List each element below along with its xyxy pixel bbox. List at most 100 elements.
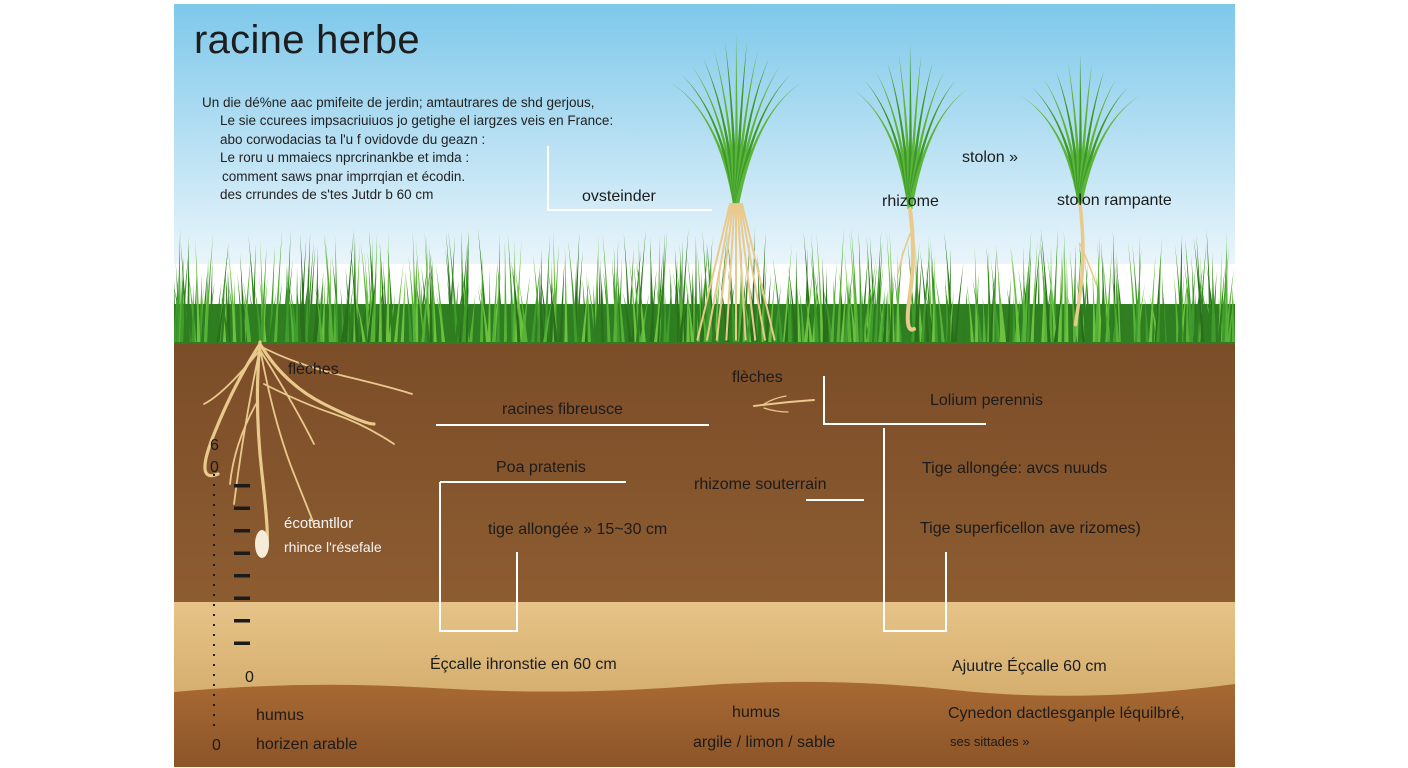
grass-blade bbox=[1094, 235, 1101, 342]
grass-blade bbox=[1115, 264, 1120, 342]
grass-blade bbox=[627, 247, 634, 342]
grass-blade bbox=[420, 265, 430, 342]
label-echelle-left: Éçcalle ihronstie en 60 cm bbox=[430, 656, 617, 673]
grass-blade bbox=[260, 247, 267, 342]
leaf bbox=[907, 89, 968, 209]
grass-blade bbox=[460, 229, 465, 342]
grass-blade bbox=[1030, 239, 1038, 342]
grass-blade bbox=[1148, 253, 1156, 342]
grass-blade bbox=[1065, 255, 1069, 342]
grass-blade bbox=[885, 285, 889, 342]
depth-tick bbox=[234, 551, 250, 555]
grass-blade bbox=[1053, 285, 1064, 342]
label-rhizome: rhizome bbox=[882, 193, 939, 210]
grass-blade bbox=[822, 256, 826, 342]
grass-plant bbox=[1019, 54, 1141, 204]
grass-blade bbox=[408, 255, 417, 342]
grass-blade bbox=[811, 234, 818, 342]
grass-blade bbox=[1023, 229, 1032, 342]
label-lolium: Lolium perennis bbox=[930, 392, 1043, 409]
grass-blade bbox=[1022, 245, 1026, 342]
grass-blade bbox=[496, 233, 500, 342]
grass-blade bbox=[469, 293, 476, 342]
grass-blade bbox=[205, 281, 215, 342]
grass-blade bbox=[300, 233, 306, 342]
grass-blade bbox=[1193, 237, 1205, 342]
grass-blade bbox=[635, 228, 646, 342]
label-rhizome-souterrain: rhizome souterrain bbox=[694, 476, 827, 493]
grass-blade bbox=[367, 251, 374, 342]
grass-blade bbox=[1094, 268, 1104, 342]
grass-blade bbox=[967, 287, 974, 342]
grass-blade bbox=[1197, 273, 1208, 342]
grass-blade bbox=[559, 260, 565, 342]
grass-blade bbox=[866, 256, 876, 342]
grass-blade bbox=[217, 249, 229, 342]
grass-blade bbox=[1211, 251, 1215, 342]
grass-blade bbox=[304, 262, 309, 342]
grass-blade bbox=[1006, 277, 1011, 342]
grass-blade bbox=[421, 254, 432, 342]
leaf bbox=[1077, 62, 1093, 204]
grass-blade bbox=[787, 287, 792, 342]
grass-blade bbox=[654, 284, 662, 342]
grass-blade bbox=[737, 243, 743, 342]
grass-blade bbox=[464, 231, 469, 342]
label-tige-allongee-cm: tige allongée » 15~30 cm bbox=[488, 521, 668, 538]
grass-blade bbox=[198, 272, 202, 342]
diagram-panel bbox=[174, 4, 1235, 767]
grass-blade bbox=[1026, 247, 1031, 342]
grass-blade bbox=[549, 260, 553, 342]
label-fleches-left: flèches bbox=[288, 361, 339, 378]
grass-blade bbox=[773, 284, 782, 342]
root-strand bbox=[203, 349, 261, 405]
grass-blade bbox=[663, 286, 667, 342]
grass-blade bbox=[782, 244, 792, 342]
grass-blade bbox=[972, 276, 983, 342]
grass-blade bbox=[1156, 293, 1160, 342]
grass-blade bbox=[848, 289, 857, 342]
leader-line bbox=[439, 482, 518, 632]
grass-blade bbox=[350, 246, 359, 342]
grass-blade bbox=[281, 265, 289, 342]
root-strand bbox=[259, 347, 315, 525]
grass-blade bbox=[340, 295, 348, 342]
grass-blade bbox=[920, 238, 931, 342]
root-strand bbox=[725, 203, 736, 341]
grass-blade bbox=[919, 249, 930, 342]
root-strand bbox=[229, 403, 257, 485]
grass-blade bbox=[200, 263, 209, 342]
grass-blade bbox=[180, 241, 188, 342]
soil-grass-scene bbox=[174, 4, 1235, 767]
grass-blade bbox=[415, 241, 424, 342]
root-strand bbox=[905, 207, 916, 332]
grass-blade bbox=[986, 246, 993, 342]
root-strand bbox=[1079, 243, 1097, 285]
intro-line-2: Le sie ccurees impsacriuiuos jo getighe … bbox=[220, 113, 614, 128]
grass-blade bbox=[702, 230, 711, 342]
label-poa: Poa pratenis bbox=[496, 459, 586, 476]
grass-blade bbox=[345, 266, 352, 342]
leader-line bbox=[823, 376, 986, 425]
grass-blade bbox=[746, 288, 752, 342]
grass-blade bbox=[511, 260, 521, 342]
root-strand bbox=[763, 407, 789, 413]
grass-blade bbox=[478, 282, 490, 342]
grass-blade bbox=[429, 251, 433, 342]
label-ovsteinder: ovsteinder bbox=[582, 188, 656, 205]
grass-blade bbox=[882, 291, 888, 342]
grass-blade bbox=[242, 254, 252, 342]
grass-blade bbox=[448, 230, 459, 342]
grass-blade bbox=[836, 227, 844, 342]
grass-blade bbox=[316, 270, 324, 342]
grass-blade bbox=[415, 258, 419, 342]
grass-blade bbox=[248, 235, 258, 342]
grass-blade bbox=[459, 243, 468, 342]
grass-blade bbox=[521, 274, 531, 342]
grass-blade bbox=[531, 260, 541, 342]
grass-blade bbox=[851, 227, 859, 342]
grass-blade bbox=[1144, 294, 1149, 342]
grass-blade bbox=[254, 286, 263, 342]
intro-line-4: Le roru u mmaiecs nprcrinankbe et imda : bbox=[220, 150, 470, 165]
grass-blade bbox=[750, 288, 758, 342]
